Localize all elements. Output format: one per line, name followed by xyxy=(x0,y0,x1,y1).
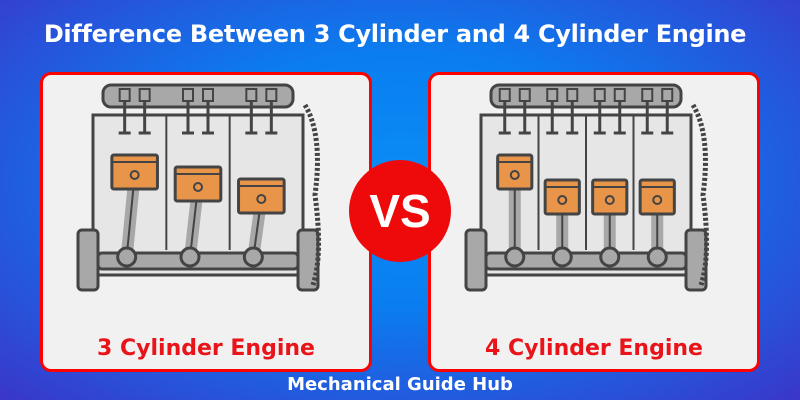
valve-cap xyxy=(566,88,579,102)
valve-cap xyxy=(202,88,214,102)
four-cylinder-engine-illustration xyxy=(464,83,710,292)
piston-pin xyxy=(652,195,663,205)
vs-badge: VS xyxy=(349,160,451,262)
page-title: Difference Between 3 Cylinder and 4 Cyli… xyxy=(43,20,747,48)
four-cylinder-label: 4 Cylinder Engine xyxy=(485,336,703,361)
three-cylinder-engine-illustration xyxy=(76,83,322,292)
timing-chain xyxy=(690,103,710,286)
three-cylinder-panel: 3 Cylinder Engine xyxy=(40,72,372,372)
piston-pin xyxy=(129,170,140,180)
three-cylinder-label: 3 Cylinder Engine xyxy=(97,336,315,361)
footer-brand: Mechanical Guide Hub xyxy=(287,374,513,395)
valve-cap xyxy=(661,88,674,102)
valve-cap xyxy=(518,88,531,102)
crank-journal xyxy=(551,246,573,268)
valve-cap xyxy=(613,88,626,102)
mount-right xyxy=(296,228,320,292)
crank-journal xyxy=(179,246,201,268)
valve-cap xyxy=(593,88,606,102)
crank-journal xyxy=(504,246,526,268)
valve-cap xyxy=(498,88,511,102)
valve-cap xyxy=(265,88,278,102)
piston-pin xyxy=(557,195,568,205)
piston-pin xyxy=(193,182,203,192)
valve-cap xyxy=(138,88,151,102)
crank-journal xyxy=(599,246,621,268)
crank-journal xyxy=(242,246,264,268)
cylinder-head xyxy=(101,83,295,109)
valve-cap xyxy=(118,88,131,102)
mount-left xyxy=(76,228,100,292)
valve-cap xyxy=(641,88,654,102)
four-cylinder-panel: 4 Cylinder Engine xyxy=(428,72,760,372)
piston-pin xyxy=(509,170,520,180)
piston-pin xyxy=(604,195,615,205)
valve-cap xyxy=(182,88,194,102)
crankshaft xyxy=(484,251,688,271)
crank-journal xyxy=(116,246,138,268)
mount-right xyxy=(684,228,708,292)
valve-cap xyxy=(245,88,258,102)
valve-cap xyxy=(546,88,559,102)
cylinder-head xyxy=(489,83,683,109)
piston-pin xyxy=(256,194,267,204)
mount-left xyxy=(464,228,488,292)
timing-chain xyxy=(302,103,322,286)
crank-journal xyxy=(646,246,668,268)
